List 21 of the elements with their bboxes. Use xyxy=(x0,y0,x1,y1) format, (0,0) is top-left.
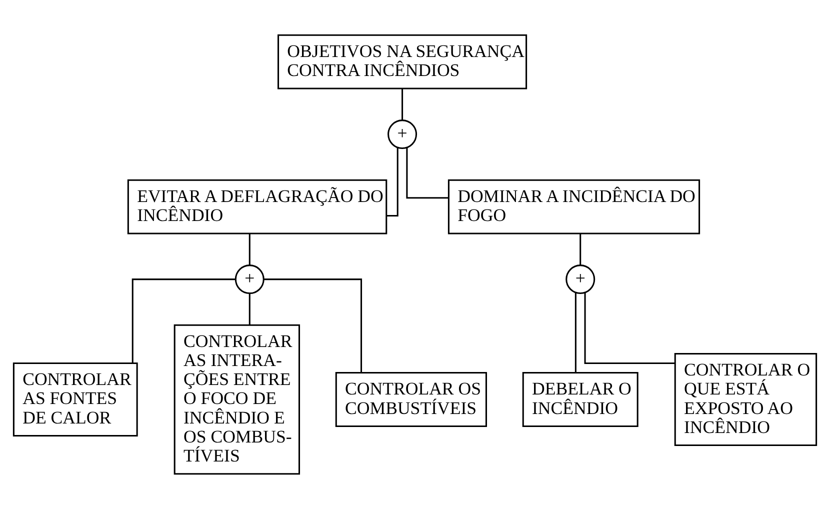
connector xyxy=(132,278,236,363)
connector xyxy=(264,278,362,372)
node-box: EVITAR A DEFLAGRAÇÃO DO INCÊNDIO xyxy=(127,178,388,234)
node-box: DOMINAR A INCIDÊNCIA DO FOGO xyxy=(448,178,700,234)
connector xyxy=(580,233,582,265)
connector xyxy=(574,292,576,372)
node-circle: + xyxy=(234,264,264,294)
node-box: CONTROLAR O QUE ESTÁ EXPOSTO AO INCÊNDIO xyxy=(674,352,818,446)
node-box: CONTROLAR AS FONTES DE CALOR xyxy=(12,362,138,436)
node-circle: + xyxy=(388,119,418,149)
connector xyxy=(386,147,398,216)
connector xyxy=(584,292,675,364)
node-box: DEBELAR O INCÊNDIO xyxy=(522,372,638,426)
node-box: CONTROLAR AS INTERA- ÇÕES ENTRE O FOCO DE INCÊNDIO E OS COMBUS- TÍVEIS xyxy=(174,324,300,474)
node-box: OBJETIVOS NA SEGURANÇA CONTRA INCÊNDIOS xyxy=(278,34,528,89)
node-circle: + xyxy=(566,264,596,294)
node-box: CONTROLAR OS COMBUSTÍVEIS xyxy=(335,372,487,426)
connector xyxy=(248,293,250,324)
connector xyxy=(402,88,404,120)
connector xyxy=(406,147,449,198)
connector xyxy=(248,233,250,265)
